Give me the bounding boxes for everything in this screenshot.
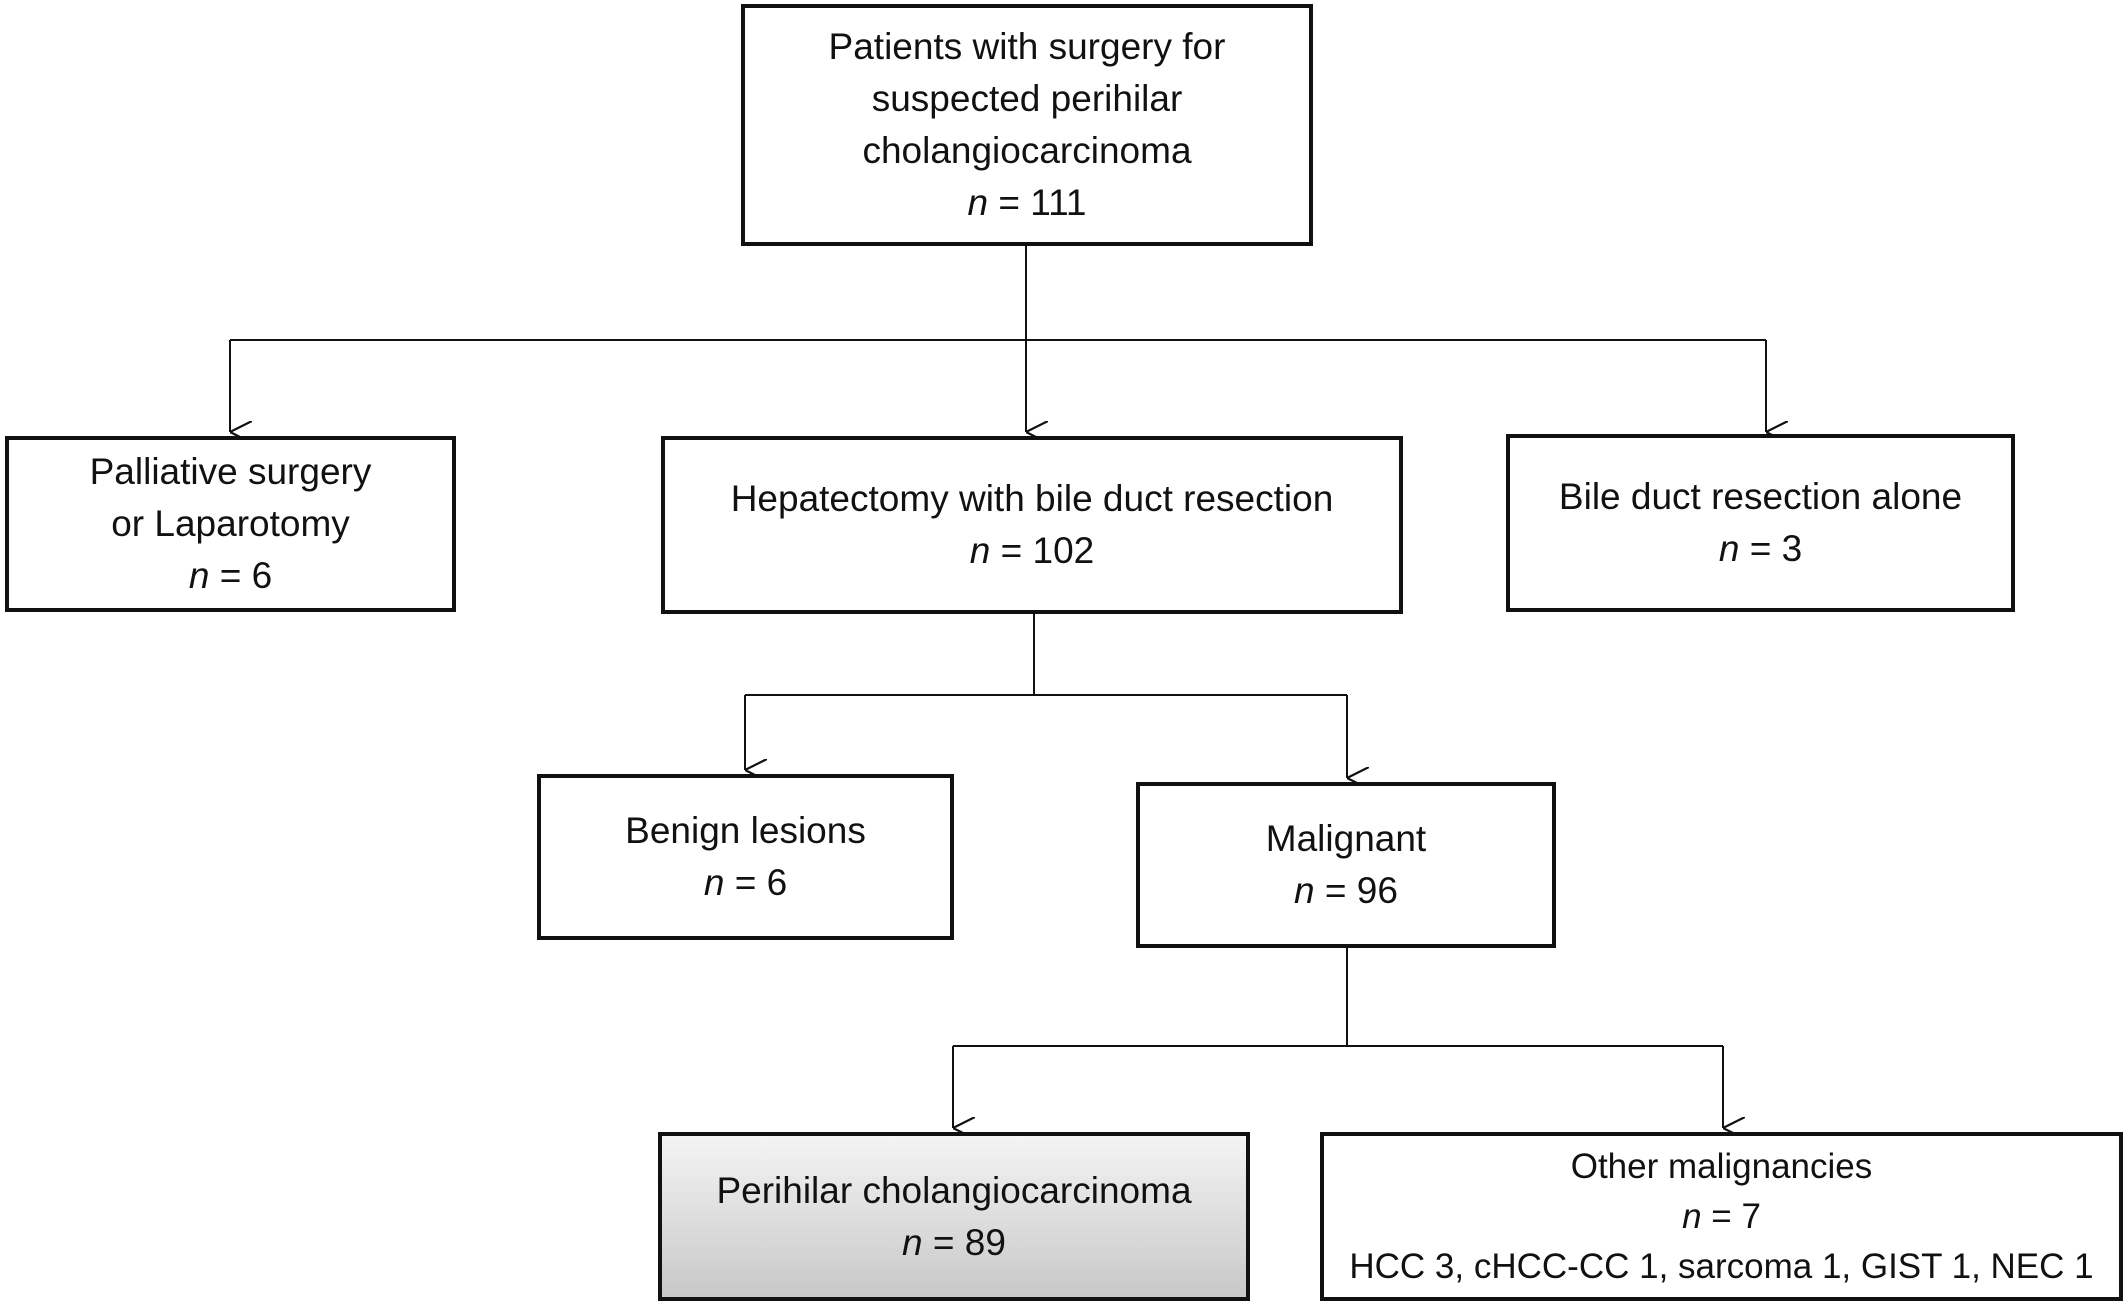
palliative-line-1: Palliative surgery <box>89 451 372 492</box>
hepatectomy-line-1: Hepatectomy with bile duct resection <box>730 478 1334 519</box>
other-count: n = 7 <box>1682 1192 1761 1242</box>
other-line-1: Other malignancies <box>1570 1146 1873 1186</box>
root-n-label: n <box>967 182 989 223</box>
root-n-value: = 111 <box>998 182 1087 223</box>
root-count: n = 111 <box>968 177 1087 229</box>
bile-duct-count: n = 3 <box>1719 523 1802 575</box>
bile-duct-box: Bile duct resection alone n = 3 <box>1506 434 2015 612</box>
palliative-count: n = 6 <box>189 550 272 602</box>
bile-duct-n-value: = 3 <box>1749 528 1803 569</box>
hepatectomy-count: n = 102 <box>970 525 1094 577</box>
benign-box: Benign lesions n = 6 <box>537 774 954 940</box>
other-box: Other malignancies n = 7 HCC 3, cHCC-CC … <box>1320 1132 2123 1301</box>
other-n-label: n <box>1682 1196 1702 1236</box>
perihilar-n-value: = 89 <box>932 1221 1006 1263</box>
malignant-line-1: Malignant <box>1265 818 1427 859</box>
perihilar-line-1: Perihilar cholangiocarcinoma <box>716 1169 1192 1211</box>
benign-count: n = 6 <box>704 857 787 909</box>
perihilar-n-label: n <box>902 1221 923 1263</box>
bile-duct-n-label: n <box>1718 528 1740 569</box>
malignant-box: Malignant n = 96 <box>1136 782 1556 948</box>
hepatectomy-box: Hepatectomy with bile duct resection n =… <box>661 436 1403 614</box>
malignant-n-label: n <box>1294 870 1315 911</box>
other-detail: HCC 3, cHCC-CC 1, sarcoma 1, GIST 1, NEC… <box>1349 1246 2094 1286</box>
other-n-value: = 7 <box>1711 1196 1761 1236</box>
malignant-count: n = 96 <box>1294 865 1398 917</box>
palliative-n-label: n <box>188 555 210 596</box>
root-box: Patients with surgery for suspected peri… <box>741 4 1313 246</box>
bile-duct-line-1: Bile duct resection alone <box>1558 476 1963 517</box>
perihilar-count: n = 89 <box>902 1217 1006 1269</box>
malignant-n-value: = 96 <box>1324 870 1398 911</box>
root-line-1: Patients with surgery for <box>828 26 1226 67</box>
root-line-3: cholangiocarcinoma <box>862 130 1192 171</box>
benign-line-1: Benign lesions <box>625 810 866 851</box>
perihilar-box: Perihilar cholangiocarcinoma n = 89 <box>658 1132 1250 1301</box>
hepatectomy-n-value: = 102 <box>1000 530 1095 571</box>
benign-n-value: = 6 <box>734 862 788 903</box>
palliative-n-value: = 6 <box>219 555 273 596</box>
palliative-box: Palliative surgery or Laparotomy n = 6 <box>5 436 456 612</box>
benign-n-label: n <box>703 862 725 903</box>
hepatectomy-n-label: n <box>969 530 991 571</box>
palliative-line-2: or Laparotomy <box>111 503 350 544</box>
root-line-2: suspected perihilar <box>871 78 1183 119</box>
